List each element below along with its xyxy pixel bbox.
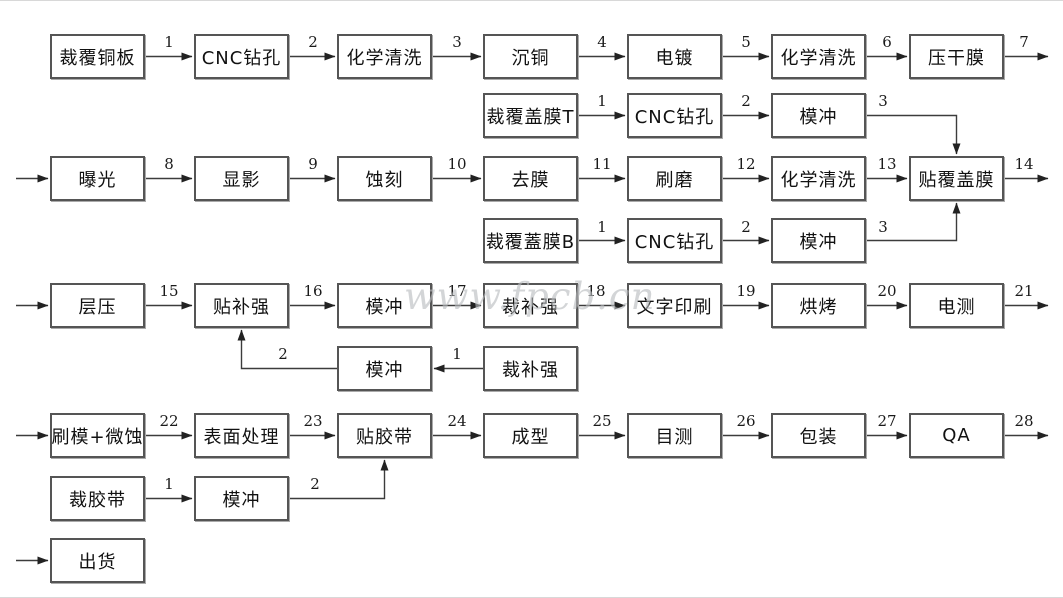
step-number: 28 xyxy=(1014,412,1034,430)
step-number: 9 xyxy=(308,155,318,173)
step-number: 18 xyxy=(586,282,606,300)
step-number: 5 xyxy=(741,33,751,51)
step-number: 7 xyxy=(1019,33,1029,51)
step-number: 1 xyxy=(597,92,607,110)
step-number: 17 xyxy=(447,282,467,300)
node-etching: 蚀刻 xyxy=(337,156,432,201)
node-developing: 显影 xyxy=(194,156,289,201)
step-number: 3 xyxy=(878,218,888,236)
step-number: 11 xyxy=(592,155,612,173)
step-number: 2 xyxy=(741,92,751,110)
step-number: 2 xyxy=(278,345,288,363)
node-qa: QA xyxy=(909,413,1004,458)
step-number: 23 xyxy=(303,412,323,430)
node-lamination: 层压 xyxy=(50,283,145,328)
node-cnc-drill: CNC钻孔 xyxy=(194,34,289,79)
step-number: 1 xyxy=(452,345,462,363)
step-number: 27 xyxy=(877,412,897,430)
step-number: 14 xyxy=(1014,155,1034,173)
step-number: 25 xyxy=(592,412,612,430)
step-number: 13 xyxy=(877,155,897,173)
node-chemical-clean-1: 化学清洗 xyxy=(337,34,432,79)
node-visual-inspection: 目测 xyxy=(627,413,722,458)
node-cnc-drill-b: CNC钻孔 xyxy=(627,218,722,263)
step-number: 2 xyxy=(310,475,320,493)
node-attach-stiffener: 贴补强 xyxy=(194,283,289,328)
node-punch-b: 模冲 xyxy=(771,218,866,263)
node-apply-tape: 贴胶带 xyxy=(337,413,432,458)
step-number: 15 xyxy=(159,282,179,300)
step-number: 21 xyxy=(1014,282,1034,300)
step-number: 22 xyxy=(159,412,179,430)
node-cut-coverlay-b: 裁覆蓋膜B xyxy=(483,218,578,263)
node-baking: 烘烤 xyxy=(771,283,866,328)
step-number: 4 xyxy=(597,33,607,51)
node-plating: 电镀 xyxy=(627,34,722,79)
node-cnc-drill-t: CNC钻孔 xyxy=(627,93,722,138)
node-chemical-clean-2: 化学清洗 xyxy=(771,34,866,79)
node-punch-main: 模冲 xyxy=(337,283,432,328)
node-copper-deposition: 沉铜 xyxy=(483,34,578,79)
step-number: 2 xyxy=(741,218,751,236)
node-cut-coverlay-t: 裁覆盖膜T xyxy=(483,93,578,138)
node-punch-tape: 模冲 xyxy=(194,476,289,521)
node-press-dry-film: 压干膜 xyxy=(909,34,1004,79)
node-brushing: 刷磨 xyxy=(627,156,722,201)
step-number: 16 xyxy=(303,282,323,300)
node-apply-coverlay: 贴覆盖膜 xyxy=(909,156,1004,201)
node-cut-tape: 裁胶带 xyxy=(50,476,145,521)
step-number: 24 xyxy=(447,412,467,430)
step-number: 6 xyxy=(882,33,892,51)
step-number: 8 xyxy=(164,155,174,173)
step-number: 19 xyxy=(736,282,756,300)
node-punch-t: 模冲 xyxy=(771,93,866,138)
step-number: 1 xyxy=(597,218,607,236)
node-forming: 成型 xyxy=(483,413,578,458)
step-number: 3 xyxy=(878,92,888,110)
step-number: 1 xyxy=(164,475,174,493)
node-packaging: 包装 xyxy=(771,413,866,458)
node-electrical-test: 电测 xyxy=(909,283,1004,328)
step-number: 10 xyxy=(447,155,467,173)
step-number: 3 xyxy=(452,33,462,51)
node-surface-treatment: 表面处理 xyxy=(194,413,289,458)
step-number: 26 xyxy=(736,412,756,430)
node-brush-microetch: 刷模+微蚀 xyxy=(50,413,145,458)
node-cut-copper-clad: 裁覆铜板 xyxy=(50,34,145,79)
node-chemical-clean-3: 化学清洗 xyxy=(771,156,866,201)
node-film-stripping: 去膜 xyxy=(483,156,578,201)
node-legend-printing: 文字印刷 xyxy=(627,283,722,328)
step-number: 2 xyxy=(308,33,318,51)
step-number: 12 xyxy=(736,155,756,173)
node-punch-stiffener: 模冲 xyxy=(337,346,432,391)
node-shipping: 出货 xyxy=(50,538,145,583)
node-cut-stiffener: 裁补强 xyxy=(483,283,578,328)
node-exposure: 曝光 xyxy=(50,156,145,201)
step-number: 1 xyxy=(164,33,174,51)
node-cut-stiffener-2: 裁补强 xyxy=(483,346,578,391)
step-number: 20 xyxy=(877,282,897,300)
